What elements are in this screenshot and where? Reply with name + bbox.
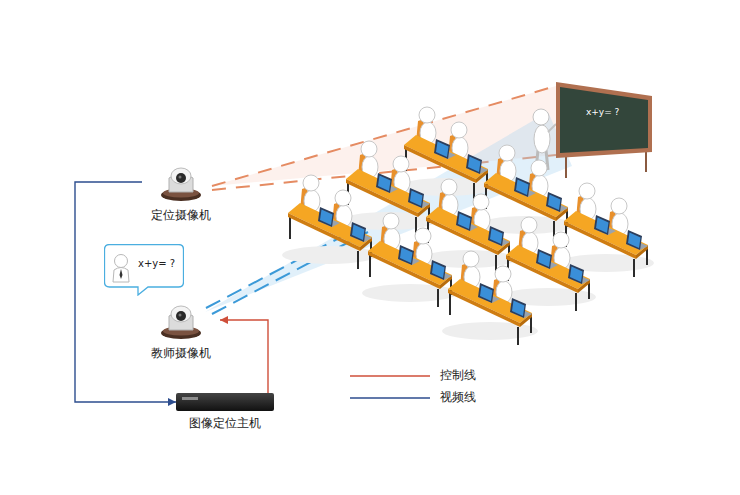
host-node: 图像定位主机 <box>176 393 274 431</box>
camera-icon <box>142 162 220 202</box>
board-frame <box>556 82 652 158</box>
board-surface <box>560 87 648 153</box>
node-label: 教师摄像机 <box>142 346 220 361</box>
speech-bubble <box>104 244 184 296</box>
legend-label: 视频线 <box>440 390 476 405</box>
view-cone <box>205 112 572 312</box>
blackboard <box>556 80 652 160</box>
desk-group <box>558 183 654 277</box>
desk-group <box>282 175 378 269</box>
node-label: x+y= ? <box>586 107 619 118</box>
camera-symbol <box>161 306 201 339</box>
board-node: x+y= ? <box>556 80 652 160</box>
board-stand <box>565 156 567 178</box>
cam-node: 定位摄像机 <box>142 162 220 223</box>
legend-sample-line <box>350 397 430 398</box>
node-label: x+y= ? <box>138 257 175 270</box>
speaker-figure <box>113 255 129 283</box>
desk-group <box>362 213 458 307</box>
bubble-outline <box>105 245 184 296</box>
teacher-arm <box>548 124 556 132</box>
cam-node: 教师摄像机 <box>142 300 220 361</box>
desk-group <box>442 251 538 345</box>
node-label: 图像定位主机 <box>176 416 274 431</box>
bubble-node: x+y= ? <box>104 244 184 296</box>
node-label: 定位摄像机 <box>142 208 220 223</box>
legend-sample-line <box>350 375 430 376</box>
camera-icon <box>142 300 220 340</box>
host-device <box>176 393 274 411</box>
desk-group <box>500 217 596 311</box>
signal-connector <box>220 320 268 393</box>
teacher-body <box>534 125 550 153</box>
board-stand <box>645 150 647 172</box>
camera-symbol <box>161 168 201 201</box>
device-logo <box>182 397 198 400</box>
legend-label: 控制线 <box>440 368 476 383</box>
teacher-head <box>533 109 549 125</box>
view-line <box>212 232 368 314</box>
